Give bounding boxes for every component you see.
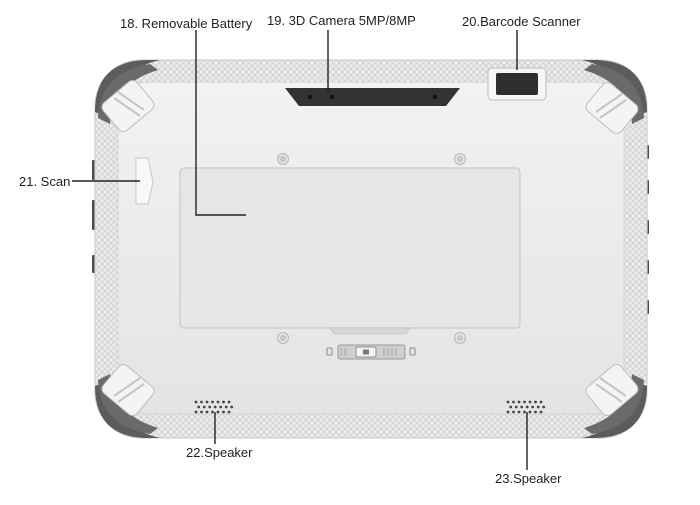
speaker-hole: [216, 400, 220, 404]
speaker-hole: [534, 410, 537, 414]
label-speaker-left: 22.Speaker: [186, 445, 253, 460]
speaker-hole: [216, 410, 220, 414]
corner-bumper-top-right: [582, 60, 647, 134]
speaker-grille-left: [194, 400, 234, 414]
speaker-hole: [227, 400, 231, 404]
speaker-hole: [514, 405, 518, 409]
speaker-hole: [222, 400, 225, 404]
barcode-scanner-window: [487, 67, 547, 101]
leader-lines: [72, 30, 528, 470]
label-3d-camera: 19. 3D Camera 5MP/8MP: [267, 13, 416, 28]
speaker-hole: [525, 405, 529, 409]
speaker-hole: [528, 400, 532, 404]
speaker-hole: [230, 405, 234, 409]
speaker-hole: [219, 405, 223, 409]
speaker-hole: [517, 400, 521, 404]
speaker-hole: [531, 405, 535, 409]
speaker-hole: [194, 410, 198, 414]
label-speaker-right: 23.Speaker: [495, 471, 562, 486]
speaker-hole: [211, 410, 214, 414]
speaker-hole: [523, 400, 526, 404]
speaker-hole: [224, 405, 228, 409]
speaker-hole: [542, 405, 546, 409]
speaker-hole: [227, 410, 231, 414]
speaker-hole: [205, 410, 209, 414]
speaker-hole: [534, 400, 537, 404]
speaker-hole: [194, 400, 198, 404]
speaker-hole: [512, 410, 515, 414]
speaker-hole: [200, 400, 203, 404]
speaker-hole: [536, 405, 540, 409]
speaker-hole: [539, 400, 543, 404]
speaker-hole: [213, 405, 217, 409]
speaker-hole: [506, 400, 510, 404]
speaker-hole: [512, 400, 515, 404]
speaker-hole: [197, 405, 201, 409]
speaker-hole: [523, 410, 526, 414]
camera-strip: [285, 88, 460, 106]
speaker-hole: [205, 400, 209, 404]
scan-button-shape: [135, 157, 154, 205]
speaker-hole: [200, 410, 203, 414]
speaker-hole: [211, 400, 214, 404]
speaker-hole: [520, 405, 524, 409]
speaker-hole: [509, 405, 513, 409]
speaker-hole: [202, 405, 206, 409]
speaker-hole: [517, 410, 521, 414]
corner-bumper-bottom-right: [582, 364, 647, 438]
label-barcode-scanner: 20.Barcode Scanner: [462, 14, 581, 29]
speaker-hole: [528, 410, 532, 414]
battery-latch: [326, 344, 416, 360]
leader-line-battery: [195, 30, 246, 216]
screws: [277, 153, 466, 344]
corner-bumper-top-left: [95, 60, 160, 132]
battery-panel: [179, 167, 521, 329]
label-removable-battery: 18. Removable Battery: [120, 16, 253, 31]
speaker-grille-right: [506, 400, 546, 414]
speaker-hole: [222, 410, 225, 414]
speaker-hole: [506, 410, 510, 414]
label-scan: 21. Scan: [19, 174, 71, 189]
speaker-hole: [539, 410, 543, 414]
speaker-hole: [208, 405, 212, 409]
corner-bumper-bottom-left: [95, 364, 160, 438]
